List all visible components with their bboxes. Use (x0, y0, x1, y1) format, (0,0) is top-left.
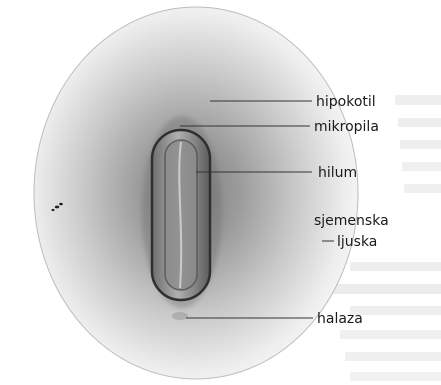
label-halaza: halaza (317, 311, 363, 327)
halaza-point (172, 312, 188, 320)
label-mikropila: mikropila (314, 119, 379, 135)
label-hipokotil: hipokotil (316, 94, 376, 110)
label-ljuska: ljuska (337, 234, 377, 250)
label-sjemenska: sjemenska (314, 213, 389, 229)
label-hilum: hilum (318, 165, 357, 181)
